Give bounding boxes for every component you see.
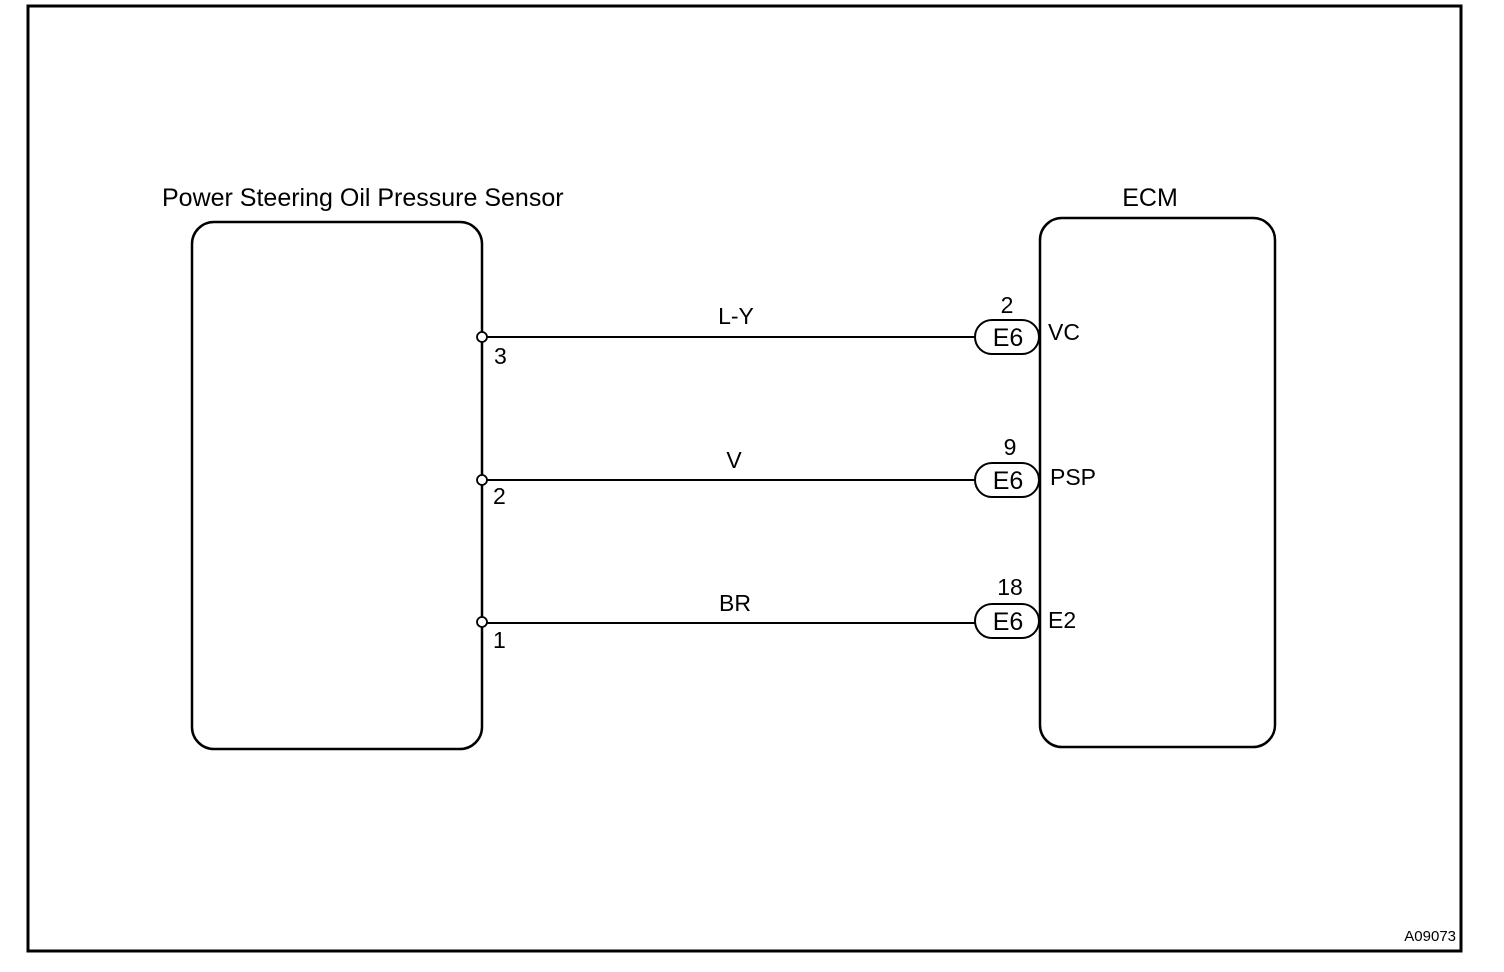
sensor-terminal-dot: [476, 616, 488, 628]
sensor-pin-label: 3: [494, 343, 507, 369]
sensor-pin-label: 2: [493, 483, 506, 509]
diagram-frame: [26, 4, 1463, 953]
ecm-pin-label: 18: [997, 574, 1023, 600]
sensor-terminal-dot: [476, 331, 488, 343]
wire-br: BR 1 E6 18 E2: [476, 574, 1076, 653]
sensor-title: Power Steering Oil Pressure Sensor: [162, 184, 564, 212]
ecm-pin-label: 9: [1004, 434, 1017, 460]
wire-v: V 2 E6 9 PSP: [476, 434, 1096, 509]
sensor-pin-label: 1: [493, 627, 506, 653]
ecm-terminal-name: E2: [1048, 607, 1076, 633]
wire-l-y: L-Y 3 E6 2 VC: [476, 292, 1080, 369]
connector-code: E6: [993, 324, 1024, 352]
connector-code: E6: [993, 467, 1024, 495]
figure-code: A09073: [1404, 928, 1456, 945]
sensor-terminal-dot: [476, 474, 488, 486]
connector-code: E6: [993, 608, 1024, 636]
sensor-box: [190, 220, 484, 751]
ecm-pin-label: 2: [1001, 292, 1014, 318]
connector-body: [974, 462, 1040, 498]
ecm-terminal-name: PSP: [1050, 464, 1096, 490]
wire-color-label: V: [726, 447, 742, 473]
wire-color-label: BR: [719, 590, 751, 616]
connector-body: [974, 319, 1040, 355]
wire-color-label: L-Y: [718, 303, 754, 329]
ecm-box: [1038, 216, 1277, 749]
ecm-title: ECM: [1122, 184, 1178, 212]
ecm-terminal-name: VC: [1048, 319, 1080, 345]
connector-body: [974, 603, 1040, 639]
